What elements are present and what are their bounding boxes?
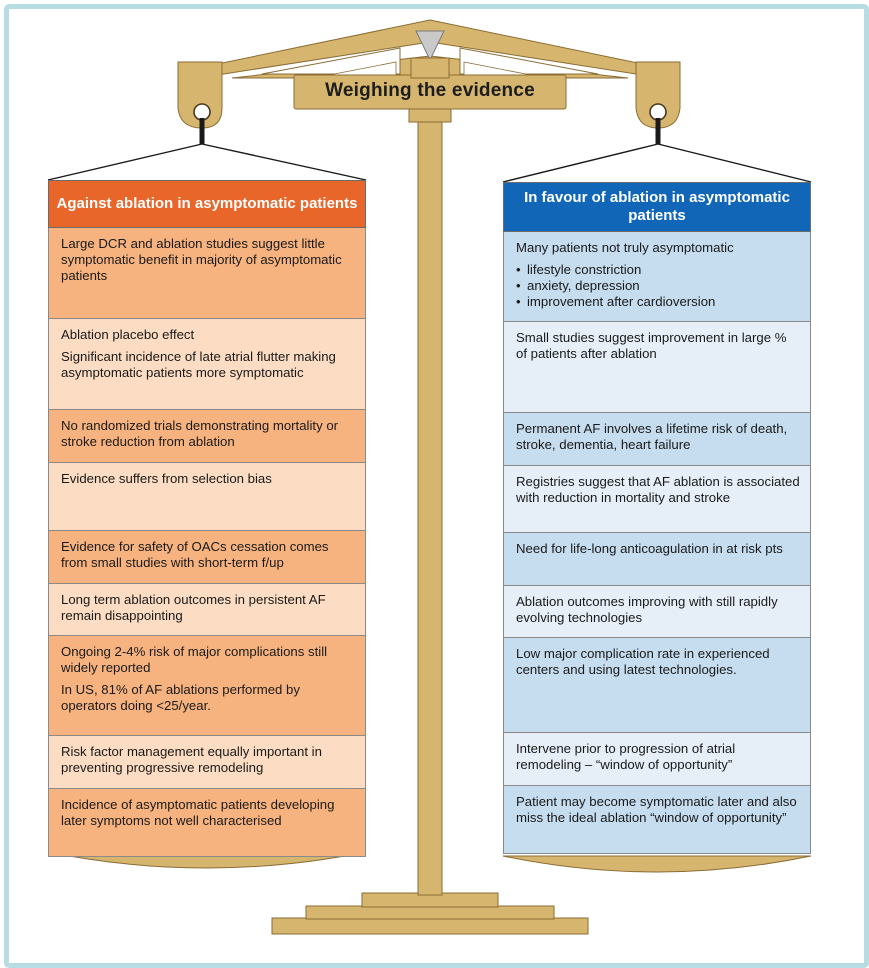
favour-item-text: Small studies suggest improvement in lar… (516, 330, 787, 361)
favour-bullet: lifestyle constriction (516, 262, 800, 278)
against-item: Evidence suffers from selection bias (48, 463, 366, 531)
against-item-text: Evidence for safety of OACs cessation co… (61, 539, 329, 570)
favour-item: Many patients not truly asymptomatic life… (503, 232, 811, 322)
left-hook (199, 118, 205, 144)
against-item-text: Large DCR and ablation studies suggest l… (61, 236, 342, 283)
right-string-b (657, 143, 812, 183)
favour-item-text: Low major complication rate in experienc… (516, 646, 770, 677)
against-item-text: Ongoing 2-4% risk of major complications… (61, 644, 328, 675)
against-item: Evidence for safety of OACs cessation co… (48, 531, 366, 584)
favour-item: Small studies suggest improvement in lar… (503, 322, 811, 413)
favour-item: Ablation outcomes improving with still r… (503, 586, 811, 638)
beam-cutout-left (261, 47, 401, 75)
against-item-text: Significant incidence of late atrial flu… (61, 349, 336, 380)
favour-item-text: Patient may become symptomatic later and… (516, 794, 797, 825)
favour-item-text: Intervene prior to progression of atrial… (516, 741, 736, 772)
against-item-text: In US, 81% of AF ablations performed by … (61, 682, 300, 713)
left-string-a (47, 143, 203, 181)
favour-item-text: Need for life-long anticoagulation in at… (516, 541, 783, 556)
favour-bullet: improvement after cardioversion (516, 294, 800, 310)
favour-panel: In favour of ablation in asymptomatic pa… (503, 182, 811, 854)
favour-item-bullets: lifestyle constrictionanxiety, depressio… (516, 262, 800, 310)
favour-item-text: Registries suggest that AF ablation is a… (516, 474, 800, 505)
against-item: No randomized trials demonstrating morta… (48, 410, 366, 463)
favour-bullet: anxiety, depression (516, 278, 800, 294)
right-hook (655, 118, 661, 144)
right-string-a (502, 143, 659, 183)
against-item-text: Evidence suffers from selection bias (61, 471, 272, 486)
favour-item-text: Permanent AF involves a lifetime risk of… (516, 421, 788, 452)
against-item: Risk factor management equally important… (48, 736, 366, 789)
against-item-text: Ablation placebo effect (61, 327, 195, 342)
favour-item: Permanent AF involves a lifetime risk of… (503, 413, 811, 466)
favour-items: Many patients not truly asymptomatic life… (503, 232, 811, 854)
against-item-text: Risk factor management equally important… (61, 744, 322, 775)
against-item-text: Long term ablation outcomes in persisten… (61, 592, 326, 623)
against-item-text: Incidence of asymptomatic patients devel… (61, 797, 335, 828)
favour-item-text: Many patients not truly asymptomatic (516, 240, 734, 255)
against-panel: Against ablation in asymptomatic patient… (48, 180, 366, 857)
against-item: Large DCR and ablation studies suggest l… (48, 228, 366, 319)
favour-heading: In favour of ablation in asymptomatic pa… (503, 182, 811, 232)
scale-base-bottom (271, 917, 589, 935)
right-hook-ring (649, 103, 667, 121)
left-hook-ring (193, 103, 211, 121)
right-pan-bottom (502, 855, 812, 873)
against-item: Ongoing 2-4% risk of major complications… (48, 636, 366, 736)
favour-item-text: Ablation outcomes improving with still r… (516, 594, 778, 625)
figure-title: Weighing the evidence (325, 80, 535, 101)
scale-base-middle (305, 905, 555, 920)
against-items: Large DCR and ablation studies suggest l… (48, 228, 366, 857)
against-item-text: No randomized trials demonstrating morta… (61, 418, 339, 449)
scale-pillar (417, 109, 443, 896)
favour-item: Patient may become symptomatic later and… (503, 786, 811, 854)
pivot-block (410, 57, 450, 79)
favour-item: Need for life-long anticoagulation in at… (503, 533, 811, 586)
scale-pivot (415, 30, 445, 62)
favour-item: Registries suggest that AF ablation is a… (503, 466, 811, 533)
beam-cutout-right (459, 47, 599, 75)
favour-item: Intervene prior to progression of atrial… (503, 733, 811, 786)
against-item: Long term ablation outcomes in persisten… (48, 584, 366, 636)
against-item: Incidence of asymptomatic patients devel… (48, 789, 366, 857)
favour-item: Low major complication rate in experienc… (503, 638, 811, 733)
against-heading: Against ablation in asymptomatic patient… (48, 180, 366, 228)
left-string-b (201, 143, 367, 181)
